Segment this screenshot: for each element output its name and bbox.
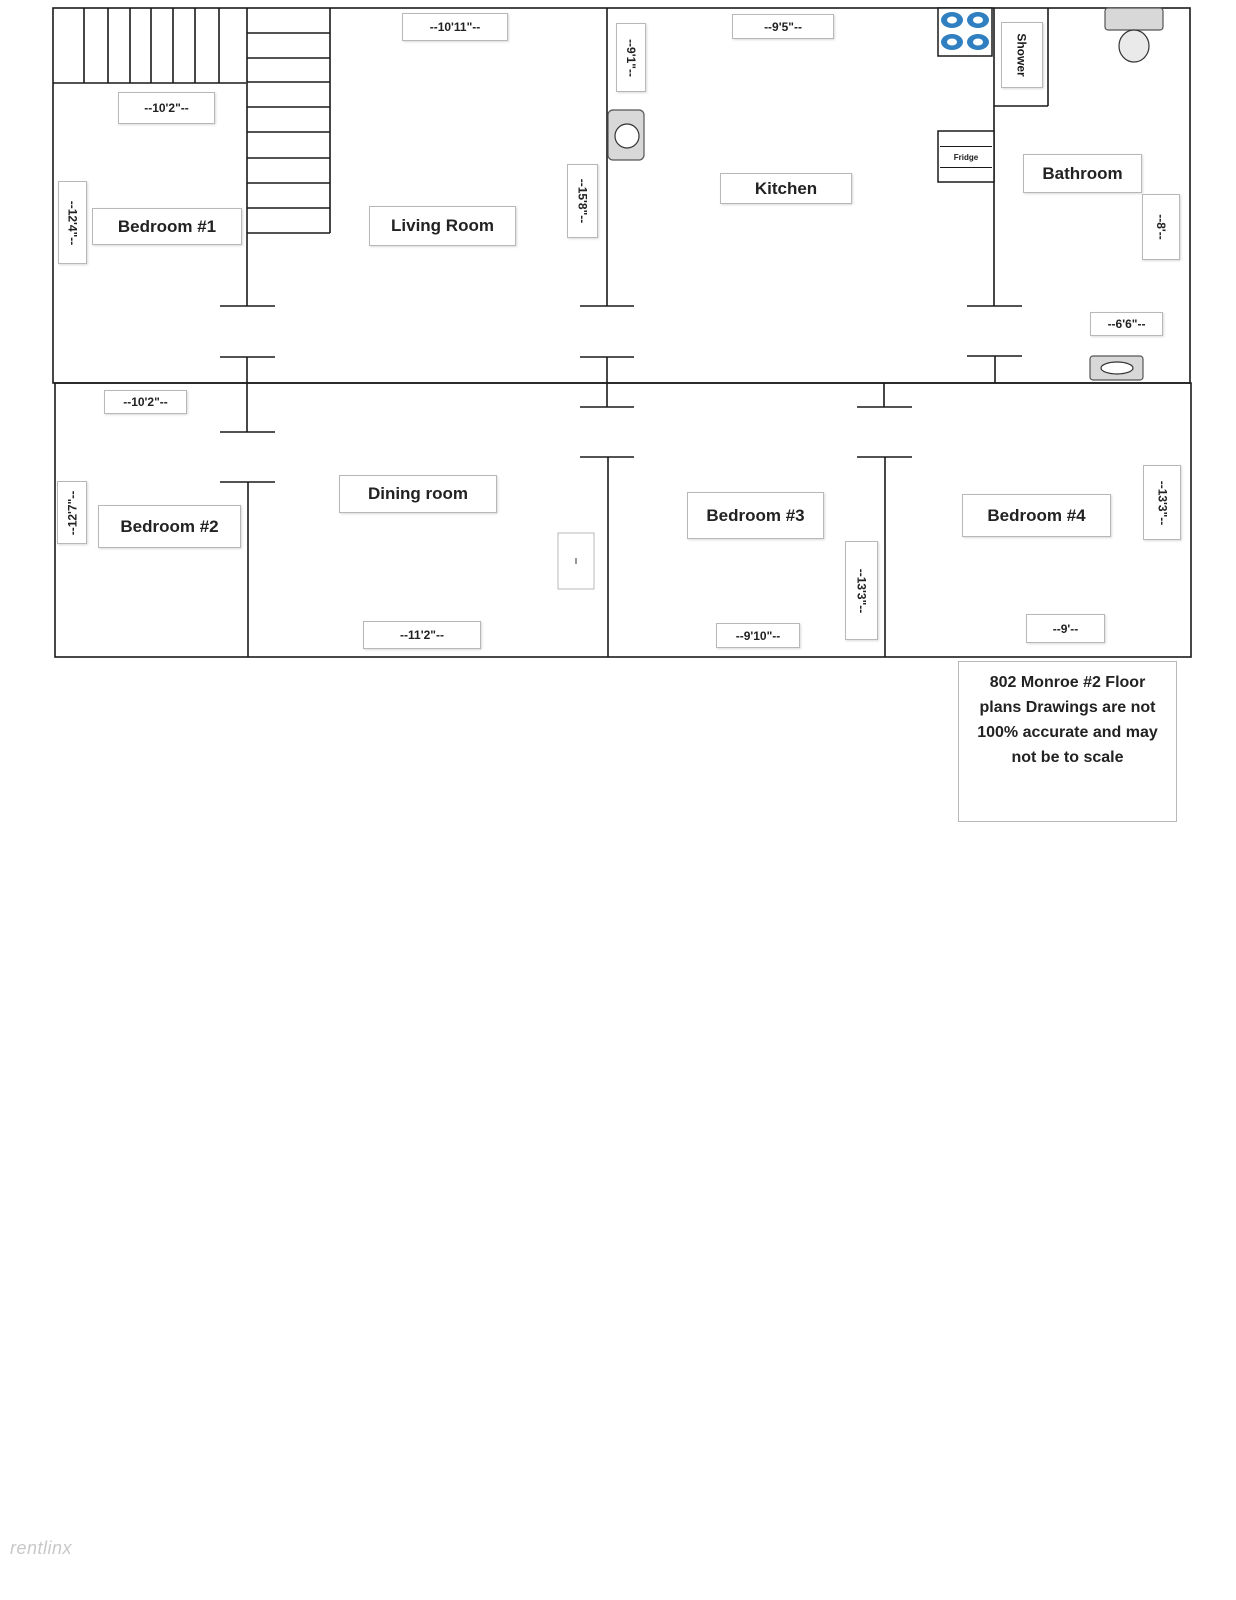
shower-label: Shower <box>1001 22 1043 88</box>
fridge-label: Fridge <box>940 146 992 168</box>
room-label-bedroom2: Bedroom #2 <box>98 505 241 548</box>
room-label-dining-room: Dining room <box>339 475 497 513</box>
disclaimer-text: 802 Monroe #2 Floor plans Drawings are n… <box>977 674 1158 766</box>
dim-bedroom4-length-text: --13'3"-- <box>1155 480 1169 525</box>
stove-icon <box>937 7 993 57</box>
room-label-bedroom4: Bedroom #4 <box>962 494 1111 537</box>
toilet-icon <box>1104 7 1164 63</box>
dim-bedroom3-length-text: --13'3"-- <box>854 568 869 613</box>
fridge-text: Fridge <box>953 152 979 162</box>
dim-bedroom3-length: --13'3"-- <box>845 541 878 640</box>
dim-bedroom4-length: --13'3"-- <box>1143 465 1181 540</box>
dim-kitchen-length-text: --9'1"-- <box>624 38 638 77</box>
disclaimer-note: 802 Monroe #2 Floor plans Drawings are n… <box>958 661 1177 822</box>
dim-living-length-text: --15'8"-- <box>575 178 590 224</box>
dim-bedroom1-length-text: --12'4"-- <box>65 200 80 245</box>
dim-kitchen-length: --9'1"-- <box>616 23 646 92</box>
dim-bathroom-length-text: --8'-- <box>1153 214 1168 240</box>
dim-bathroom-length: --8'-- <box>1142 194 1180 260</box>
dim-living-width: --10'11"-- <box>402 13 508 41</box>
rentlinx-watermark: rentlinx <box>10 1538 73 1558</box>
room-label-bathroom: Bathroom <box>1023 154 1142 193</box>
dim-bedroom2-length-text: --12'7"-- <box>65 490 79 535</box>
shower-text: Shower <box>1015 33 1029 77</box>
room-label-kitchen: Kitchen <box>720 173 852 204</box>
dim-kitchen-width: --9'5"-- <box>732 14 834 39</box>
dim-dining-width: --11'2"-- <box>363 621 481 649</box>
sink-icon <box>607 109 645 161</box>
room-label-bedroom3: Bedroom #3 <box>687 492 824 539</box>
room-label-living-room: Living Room <box>369 206 516 246</box>
dim-living-length: --15'8"-- <box>567 164 598 238</box>
lower-floor-outline <box>54 382 1192 658</box>
dim-bedroom3-width: --9'10"-- <box>716 623 800 648</box>
dim-bedroom2-width: --10'2"-- <box>104 390 187 414</box>
dim-bedroom1-width: --10'2"-- <box>118 92 215 124</box>
dim-bedroom4-width: --9'-- <box>1026 614 1105 643</box>
dim-bedroom2-length: --12'7"-- <box>57 481 87 544</box>
bathroom-sink-icon <box>1089 355 1144 381</box>
dim-bedroom1-length: --12'4"-- <box>58 181 87 264</box>
dim-bathroom-width: --6'6"-- <box>1090 312 1163 336</box>
room-label-bedroom1: Bedroom #1 <box>92 208 242 245</box>
